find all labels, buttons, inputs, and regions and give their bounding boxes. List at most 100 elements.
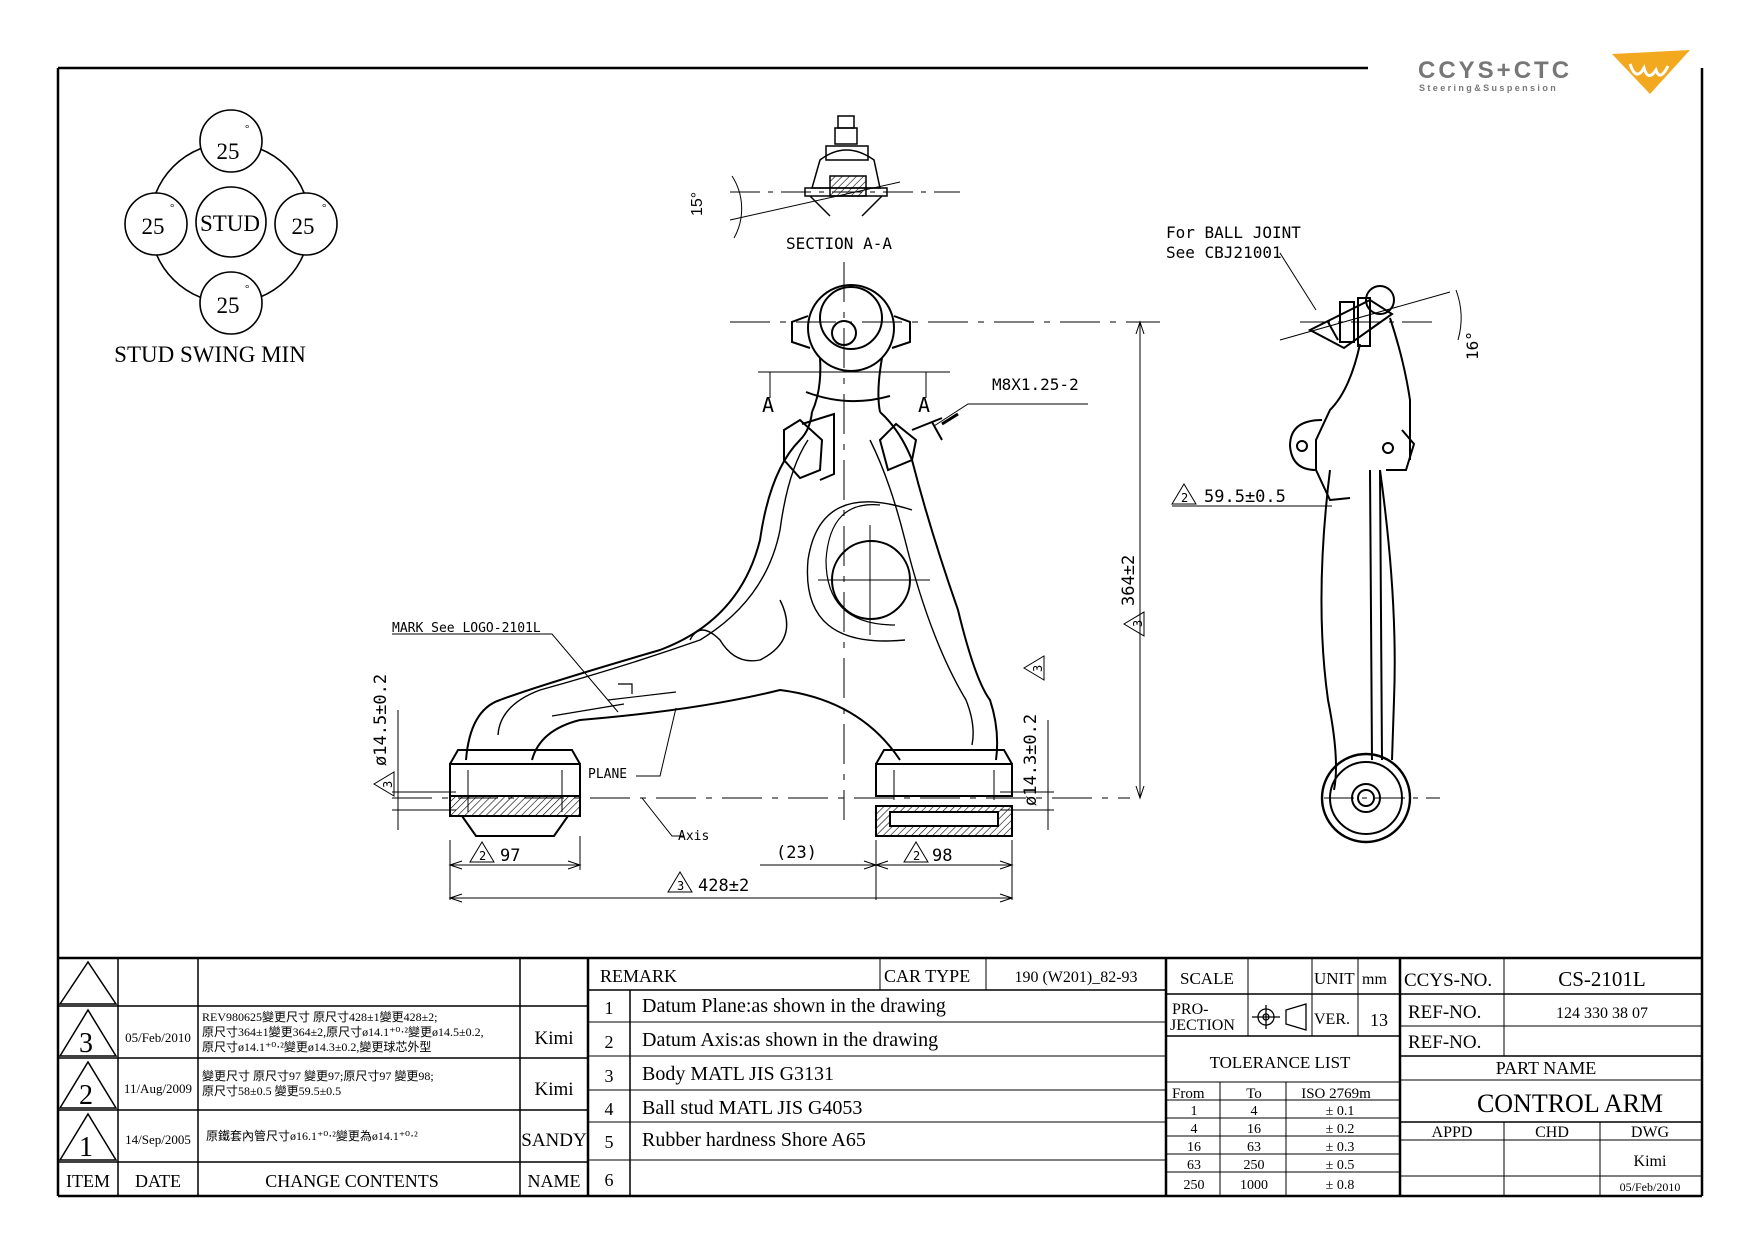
rev-3-line-2: 原尺寸364±1變更364±2,原尺寸ø14.1⁺⁰⋅²變更ø14.5±0.2, (202, 1024, 484, 1039)
svg-text:°: ° (245, 283, 249, 295)
dim-98: 98 (932, 846, 952, 866)
control-arm-front-view (449, 284, 1013, 837)
unit-value: mm (1362, 971, 1387, 988)
svg-text:°: ° (245, 123, 249, 135)
dim-364: 364±2 (1119, 555, 1139, 606)
remark-text-1: Datum Plane:as shown in the drawing (642, 995, 946, 1017)
remark-text-2: Datum Axis:as shown in the drawing (642, 1029, 938, 1051)
title-block: CCYS-NO. CS-2101L REF-NO. 124 330 38 07 … (1404, 967, 1680, 1194)
car-type-label: CAR TYPE (884, 966, 970, 986)
tol-to: 16 (1247, 1122, 1261, 1137)
header-date: DATE (135, 1171, 181, 1191)
remark-n-4: 4 (605, 1099, 614, 1119)
title-block-grid (58, 956, 1702, 1196)
ccys-no-value: CS-2101L (1558, 967, 1646, 991)
remark-table: REMARK CAR TYPE 190 (W201)_82-93 1 Datum… (600, 966, 1138, 1190)
ref-no-label: REF-NO. (1408, 1002, 1481, 1023)
tol-to: 250 (1244, 1158, 1265, 1173)
rev-name-3: Kimi (534, 1028, 573, 1049)
tol-from: 4 (1191, 1122, 1198, 1137)
tol-from: 1 (1191, 1104, 1198, 1119)
section-angle: 15° (689, 192, 706, 216)
remark-n-1: 1 (605, 998, 614, 1018)
rev-date-3: 05/Feb/2010 (125, 1030, 191, 1045)
projection-label-1: PRO- (1172, 1001, 1208, 1018)
rev-2-line-2: 原尺寸58±0.5 變更59.5±0.5 (202, 1083, 341, 1098)
dim-23: (23) (776, 843, 817, 863)
remark-title: REMARK (600, 966, 677, 986)
drawer-name: Kimi (1634, 1153, 1667, 1170)
rev-mark-14-5: 3 (381, 781, 395, 788)
tol-value: ± 0.5 (1326, 1158, 1355, 1173)
tolerance-title: TOLERANCE LIST (1210, 1053, 1351, 1072)
ver-value: 13 (1370, 1010, 1388, 1030)
stud-swing-diagram (124, 109, 338, 335)
cut-a-right: A (918, 393, 930, 417)
side-view-lines (1279, 252, 1462, 799)
tol-value: ± 0.3 (1326, 1140, 1355, 1155)
projection-symbol-icon (1252, 1003, 1307, 1031)
swing-left: 25 (142, 214, 165, 239)
tol-from: 250 (1184, 1178, 1205, 1193)
ref-no-value: 124 330 38 07 (1556, 1005, 1648, 1022)
remark-text-5: Rubber hardness Shore A65 (642, 1129, 866, 1151)
chd-label: CHD (1535, 1124, 1569, 1141)
header-item: ITEM (66, 1171, 110, 1191)
tol-to: 63 (1247, 1140, 1261, 1155)
remark-n-2: 2 (605, 1032, 614, 1052)
ref-no-label-2: REF-NO. (1408, 1032, 1481, 1053)
degree-marks: ° ° ° ° (170, 123, 326, 295)
rev-item-3: 3 (79, 1028, 93, 1059)
swing-bottom: 25 (217, 293, 240, 318)
dwg-label: DWG (1631, 1124, 1670, 1141)
swing-right: 25 (292, 214, 315, 239)
ccys-no-label: CCYS-NO. (1404, 970, 1492, 991)
drawing-callouts: For BALL JOINT See CBJ21001 M8X1.25-2 A … (392, 223, 1482, 844)
remark-n-3: 3 (605, 1066, 614, 1086)
remark-text-3: Body MATL JIS G3131 (642, 1063, 834, 1085)
rev-mark-364: 3 (1131, 620, 1145, 627)
tol-header-iso: ISO 2769m (1301, 1086, 1371, 1102)
tol-from: 16 (1187, 1140, 1201, 1155)
car-type-value: 190 (W201)_82-93 (1014, 969, 1137, 986)
logo-flame-icon (1612, 50, 1690, 94)
tol-value: ± 0.2 (1326, 1122, 1355, 1137)
remark-n-6: 6 (605, 1170, 614, 1190)
rev-3-line-3: 原尺寸ø14.1⁺⁰⋅²變更ø14.3±0.2,變更球芯外型 (202, 1039, 431, 1054)
dim-428: 428±2 (698, 876, 749, 896)
rev-mark-97: 2 (479, 849, 486, 863)
dim-97: 97 (500, 846, 520, 866)
stud-swing-title: STUD SWING MIN (114, 342, 306, 367)
rev-mark-14-3: 3 (1031, 665, 1045, 672)
tol-value: ± 0.8 (1326, 1178, 1355, 1193)
svg-text:°: ° (322, 202, 326, 214)
rev-date-2: 11/Aug/2009 (124, 1081, 192, 1096)
tol-header-to: To (1246, 1086, 1262, 1102)
appd-label: APPD (1432, 1124, 1473, 1141)
swing-top: 25 (217, 139, 240, 164)
spec-block: SCALE UNIT mm PRO- JECTION VER. 13 TOLER… (1170, 969, 1388, 1193)
dimension-labels: 2 59.5±0.5 3 364±2 3 ø14.5±0.2 ø14.3±0.2… (371, 483, 1286, 896)
cut-a-left: A (762, 393, 774, 417)
unit-label: UNIT (1314, 969, 1355, 988)
plane-label: PLANE (588, 767, 627, 782)
header-change-contents: CHANGE CONTENTS (265, 1171, 439, 1191)
dim-dia-14-3: ø14.3±0.2 (1021, 714, 1041, 806)
header-name: NAME (528, 1171, 581, 1191)
dim-59-5: 59.5±0.5 (1204, 487, 1286, 507)
projection-label-2: JECTION (1170, 1017, 1235, 1034)
stud-swing-labels: 25 25 25 25 STUD STUD SWING MIN (114, 139, 314, 367)
logo-tagline: Steering&Suspension (1419, 83, 1558, 93)
ball-joint-note-1: For BALL JOINT (1166, 223, 1301, 242)
tol-to: 4 (1251, 1104, 1258, 1119)
section-label: SECTION A-A (786, 234, 892, 253)
svg-text:°: ° (170, 202, 174, 214)
tol-to: 1000 (1240, 1178, 1268, 1193)
revision-triangles (58, 960, 118, 1161)
remark-n-5: 5 (605, 1132, 614, 1152)
tol-value: ± 0.1 (1326, 1104, 1355, 1119)
part-name-label: PART NAME (1496, 1058, 1596, 1078)
remark-text-4: Ball stud MATL JIS G4053 (642, 1097, 862, 1119)
ball-joint-note-2: See CBJ21001 (1166, 243, 1282, 262)
rev-item-2: 2 (79, 1080, 93, 1111)
